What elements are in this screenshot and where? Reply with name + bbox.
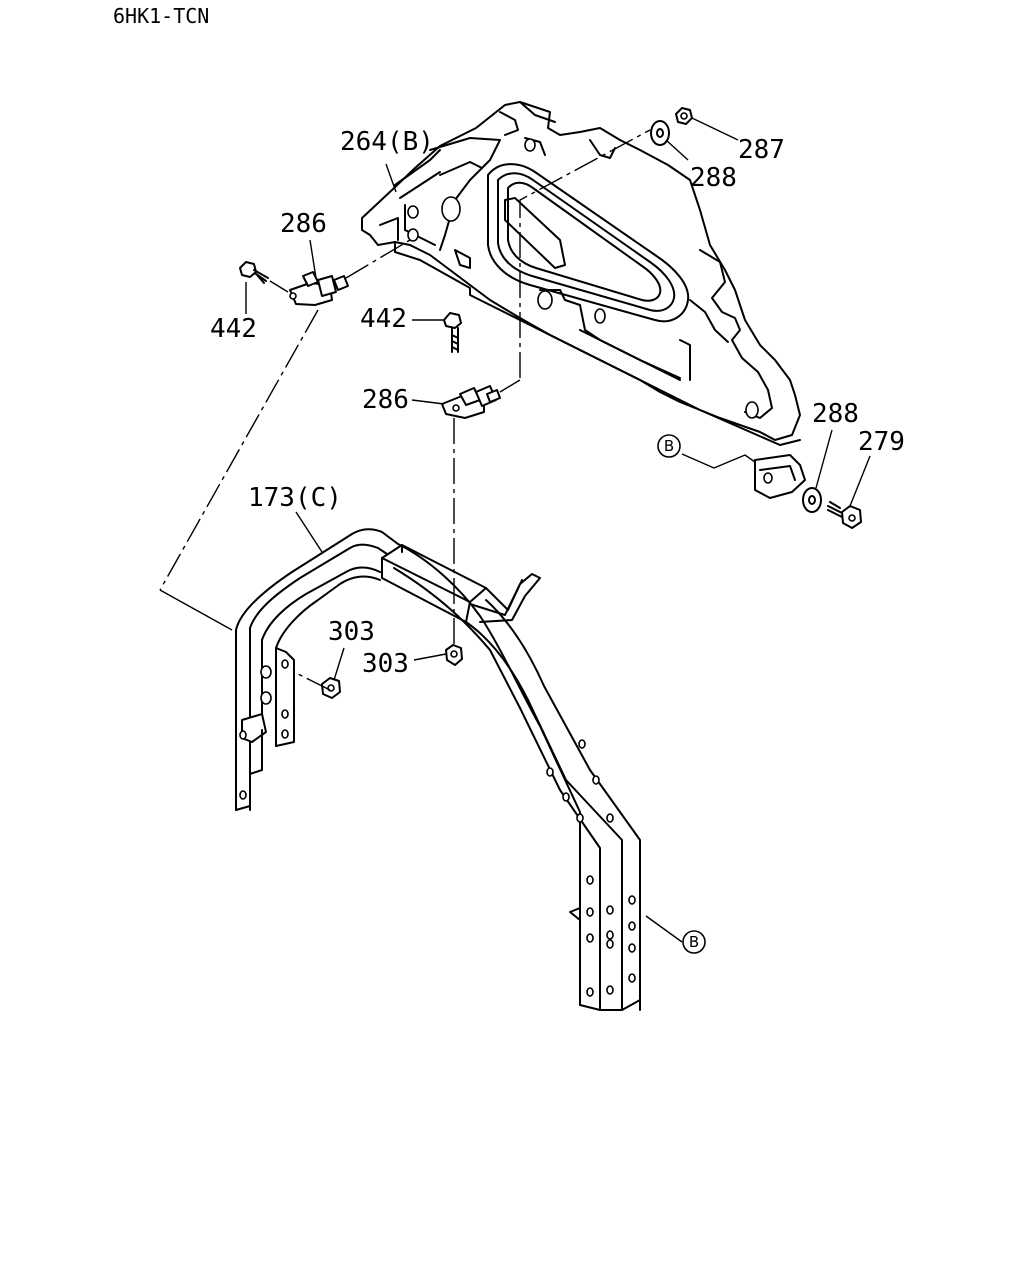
callout-173c: 173(C) <box>248 483 342 513</box>
callout-286-upper: 286 <box>280 209 327 239</box>
callout-442-upper: 442 <box>210 314 257 344</box>
ref-b-upper-text: B <box>664 437 674 455</box>
callout-303-center: 303 <box>362 649 409 679</box>
ref-b-lower-text: B <box>689 933 699 951</box>
nut-303-center <box>445 644 463 666</box>
washer-288-top <box>650 120 670 146</box>
bolt-442-upper <box>239 261 289 293</box>
ref-mark-b-lower: B <box>682 930 706 954</box>
callout-labels: 264(B) 286 442 442 286 287 288 288 279 1… <box>210 127 905 679</box>
clamp-286-upper <box>289 271 349 306</box>
model-code: 6HK1-TCN <box>113 4 209 28</box>
callout-279: 279 <box>858 427 905 457</box>
callout-264b: 264(B) <box>340 127 434 157</box>
washer-288-right <box>802 487 822 513</box>
callout-286-center: 286 <box>362 385 409 415</box>
callout-287: 287 <box>738 135 785 165</box>
callout-288-top: 288 <box>690 163 737 193</box>
nut-287 <box>675 107 693 125</box>
callout-442-center: 442 <box>360 304 407 334</box>
leader-lines <box>245 117 871 943</box>
nut-303-left <box>321 677 341 699</box>
bolt-279 <box>827 501 862 529</box>
assembly-lines <box>159 129 651 691</box>
callout-288-right: 288 <box>812 399 859 429</box>
side-cover-264 <box>361 101 806 499</box>
bolt-442-center <box>443 312 462 353</box>
clamp-286-center <box>441 385 501 419</box>
frame-173 <box>235 528 641 1011</box>
callout-303-left: 303 <box>328 617 375 647</box>
ref-mark-b-upper: B <box>657 434 681 458</box>
